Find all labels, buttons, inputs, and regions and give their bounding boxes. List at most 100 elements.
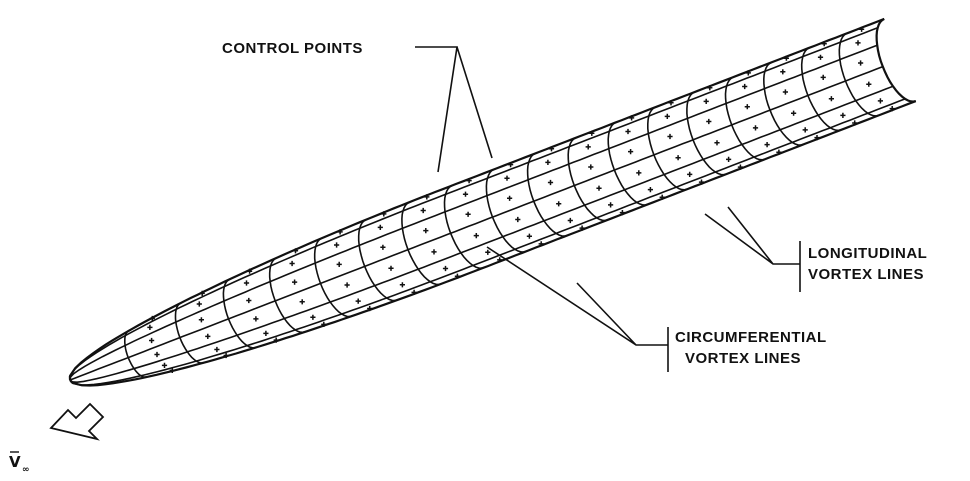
- control-point: [310, 314, 316, 320]
- control-point: [855, 40, 861, 46]
- circumferential-vortex-line: [485, 168, 526, 253]
- control-point: [292, 279, 298, 285]
- control-point: [161, 362, 168, 368]
- circumferential-vortex-line: [174, 302, 205, 364]
- control-point: [567, 217, 573, 224]
- longitudinal-vortex-line: [69, 65, 884, 381]
- control-point: [783, 55, 789, 61]
- control-points-leader: [415, 46, 493, 173]
- control-point: [199, 290, 205, 296]
- control-point: [214, 346, 220, 353]
- control-point: [507, 195, 513, 201]
- control-point: [473, 233, 479, 239]
- control-point: [526, 233, 532, 239]
- control-point: [198, 317, 204, 323]
- control-point: [791, 110, 797, 116]
- control-point: [859, 26, 865, 32]
- control-point: [782, 89, 788, 95]
- control-point: [504, 175, 510, 181]
- control-point: [698, 179, 705, 185]
- control-point: [381, 211, 387, 217]
- leader-lines: [415, 46, 801, 372]
- control-point: [742, 83, 748, 90]
- control-point: [866, 81, 872, 87]
- control-point: [706, 118, 712, 125]
- hollow-arrow-icon: [49, 402, 105, 441]
- longitudinal-label-line1: LONGITUDINAL: [808, 245, 927, 262]
- circumferential-vortex-line: [607, 121, 648, 206]
- control-point: [466, 178, 472, 184]
- control-point: [205, 333, 211, 339]
- control-point: [877, 98, 883, 104]
- circumferential-vortex-line: [800, 47, 842, 132]
- control-point: [820, 74, 826, 80]
- control-point: [377, 224, 383, 230]
- circumferential-vortex-line: [357, 219, 398, 302]
- control-point: [647, 187, 653, 193]
- control-point: [334, 242, 340, 248]
- circumferential-label-line1: CIRCUMFERENTIAL: [675, 329, 827, 346]
- control-point: [337, 229, 343, 235]
- control-point: [154, 351, 160, 358]
- control-point: [659, 194, 665, 200]
- control-point: [752, 125, 759, 131]
- longitudinal-vortex-line: [69, 100, 917, 387]
- control-point: [852, 120, 858, 126]
- circumferential-vortex-line: [526, 152, 567, 237]
- body-mesh: [68, 17, 917, 387]
- longitudinal-label-line2: VORTEX LINES: [808, 266, 924, 283]
- control-point: [169, 367, 175, 373]
- control-point: [515, 216, 521, 223]
- control-point: [149, 315, 155, 322]
- circumferential-label-line2: VORTEX LINES: [685, 350, 801, 367]
- control-point: [336, 261, 342, 267]
- control-point: [299, 299, 305, 305]
- control-point: [253, 316, 259, 322]
- freestream-subscript: ∞: [22, 465, 30, 475]
- control-point: [840, 112, 846, 118]
- control-point: [628, 149, 634, 155]
- control-point: [744, 104, 750, 110]
- circumferential-leader: [486, 246, 668, 346]
- control-point: [538, 241, 544, 247]
- control-point: [588, 164, 594, 170]
- control-point: [579, 225, 585, 231]
- circumferential-vortex-line: [443, 184, 484, 270]
- control-point: [629, 115, 635, 121]
- circumferential-vortex-line: [686, 91, 727, 176]
- circumferential-vortex-line: [838, 32, 879, 117]
- control-point: [737, 164, 743, 170]
- control-point: [619, 210, 625, 216]
- circumferential-vortex-line: [647, 106, 688, 191]
- control-point: [707, 85, 713, 91]
- control-point: [817, 54, 824, 60]
- control-point: [292, 248, 299, 254]
- control-point: [420, 207, 426, 214]
- control-point: [556, 201, 562, 207]
- longitudinal-leader: [704, 206, 800, 265]
- control-point: [668, 100, 674, 106]
- control-point: [547, 179, 554, 186]
- control-point: [399, 282, 405, 288]
- longitudinal-vortex-line: [68, 44, 878, 381]
- circumferential-vortex-line: [401, 201, 442, 286]
- control-point: [497, 257, 503, 263]
- control-point: [247, 268, 253, 274]
- control-point: [596, 185, 602, 191]
- longitudinal-vortex-line: [69, 85, 894, 384]
- circumferential-vortex-line: [567, 137, 608, 222]
- control-point: [263, 330, 269, 336]
- control-point: [454, 273, 460, 279]
- control-point: [223, 352, 229, 359]
- control-point: [508, 162, 514, 168]
- control-point: [675, 155, 681, 161]
- control-point: [764, 142, 770, 148]
- control-point: [423, 228, 429, 234]
- control-point: [344, 282, 350, 288]
- control-point: [745, 70, 751, 76]
- control-point: [726, 156, 732, 162]
- control-point: [814, 135, 820, 141]
- control-point: [355, 298, 361, 304]
- circumferential-vortex-line: [222, 278, 257, 349]
